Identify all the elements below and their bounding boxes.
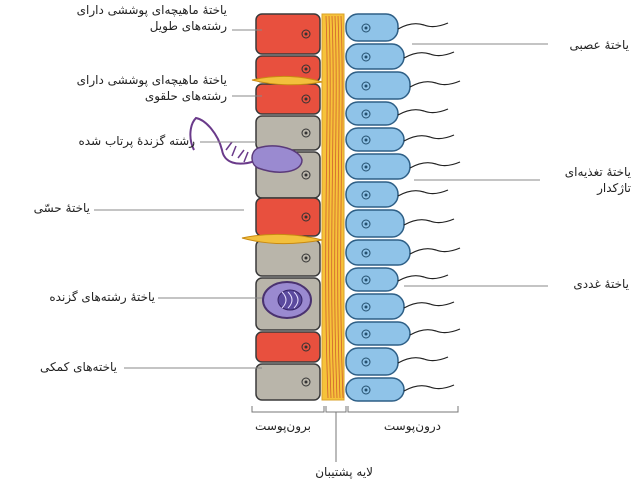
endoderm-cell: [346, 240, 410, 265]
label-nutritive-flagellated-cell: یاختهٔ تغذیه‌ای تاژکدار: [565, 164, 631, 196]
label-discharged-thread: رشته گزندهٔ پرتاب شده: [78, 133, 195, 149]
flagellum-icon: [410, 248, 460, 254]
endoderm-cell: [346, 14, 398, 41]
endoderm-cell: [346, 378, 404, 401]
flagellum-icon: [398, 190, 448, 196]
flagellum-icon: [410, 162, 460, 168]
label-mesoglea: لایه پشتیبان: [315, 464, 373, 480]
label-sensory-cell: یاختهٔ حسّی: [34, 200, 90, 216]
flagellum-icon: [404, 385, 454, 391]
flagellum-icon: [404, 302, 454, 308]
label-circular-muscle-cell: یاختهٔ ماهیچه‌ای پوششی دارای رشته‌های حل…: [77, 72, 227, 104]
endoderm-cell: [346, 294, 404, 319]
label-nerve-cell: یاختهٔ عصبی: [570, 37, 629, 53]
ectoderm-cells: [256, 14, 320, 400]
flagellum-icon: [410, 81, 460, 87]
endoderm-cell: [346, 210, 404, 237]
flagellum-icon: [404, 219, 454, 225]
endoderm-cell: [346, 102, 398, 125]
endoderm-cell: [346, 322, 410, 345]
flagellum-icon: [398, 357, 448, 363]
label-longitudinal-muscle-cell: یاختهٔ ماهیچه‌ای پوششی دارای رشته‌های طو…: [77, 2, 227, 34]
cnidocyte-icon: [263, 282, 311, 318]
endoderm-cell: [346, 128, 404, 151]
endoderm-cell: [346, 44, 404, 69]
label-ectoderm: برون‌پوست: [255, 418, 311, 434]
flagellum-icon: [404, 52, 454, 58]
flagellum-icon: [410, 329, 460, 335]
flagellum-icon: [404, 135, 454, 141]
label-endoderm: درون‌پوست: [384, 418, 441, 434]
endoderm-cell: [346, 268, 398, 291]
endoderm-cell: [346, 154, 410, 179]
label-cnidocyte: یاختهٔ رشته‌های گزنده: [49, 289, 155, 305]
flagellum-icon: [398, 109, 448, 115]
endoderm-cells: [346, 14, 460, 401]
layer-brackets: [252, 406, 458, 462]
flagellum-icon: [398, 23, 448, 29]
flagellum-icon: [398, 275, 448, 281]
label-gland-cell: یاختهٔ غددی: [573, 276, 629, 292]
label-interstitial-cells: یاخته‌های کمکی: [40, 359, 117, 375]
endoderm-cell: [346, 72, 410, 99]
endoderm-cell: [346, 348, 398, 375]
endoderm-cell: [346, 182, 398, 207]
